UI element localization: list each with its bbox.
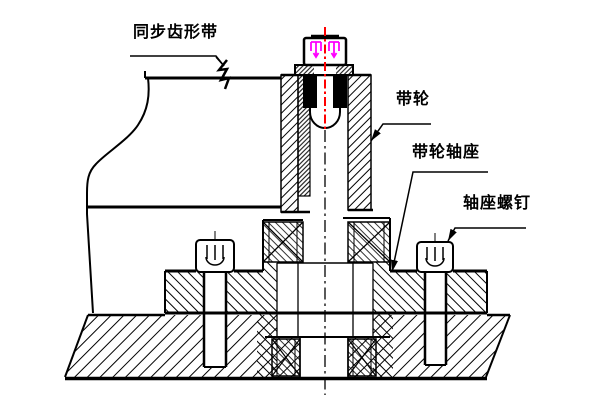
leader-belt [130,55,225,67]
leader-pulley [370,123,431,142]
bearing-lower-right [347,338,377,377]
label-seat-screw: 轴座螺钉 [463,193,531,212]
thread-engagement-marks [310,41,340,59]
label-belt: 同步齿形带 [133,22,218,41]
leader-lines [130,55,526,273]
bearing-lower-left [271,338,301,377]
belt-pulley [280,73,373,214]
seat-screw-left [195,231,235,368]
bearing-upper-left [262,221,304,263]
label-pulley-shaft-seat: 带轮轴座 [412,142,480,161]
leader-screw [447,227,526,242]
leader-seat [390,171,488,273]
machine-arm [86,71,281,314]
label-pulley: 带轮 [396,89,430,108]
seat-screw-right [416,233,454,366]
bearing-upper-right [347,221,391,263]
belt-break-symbol [215,56,231,90]
